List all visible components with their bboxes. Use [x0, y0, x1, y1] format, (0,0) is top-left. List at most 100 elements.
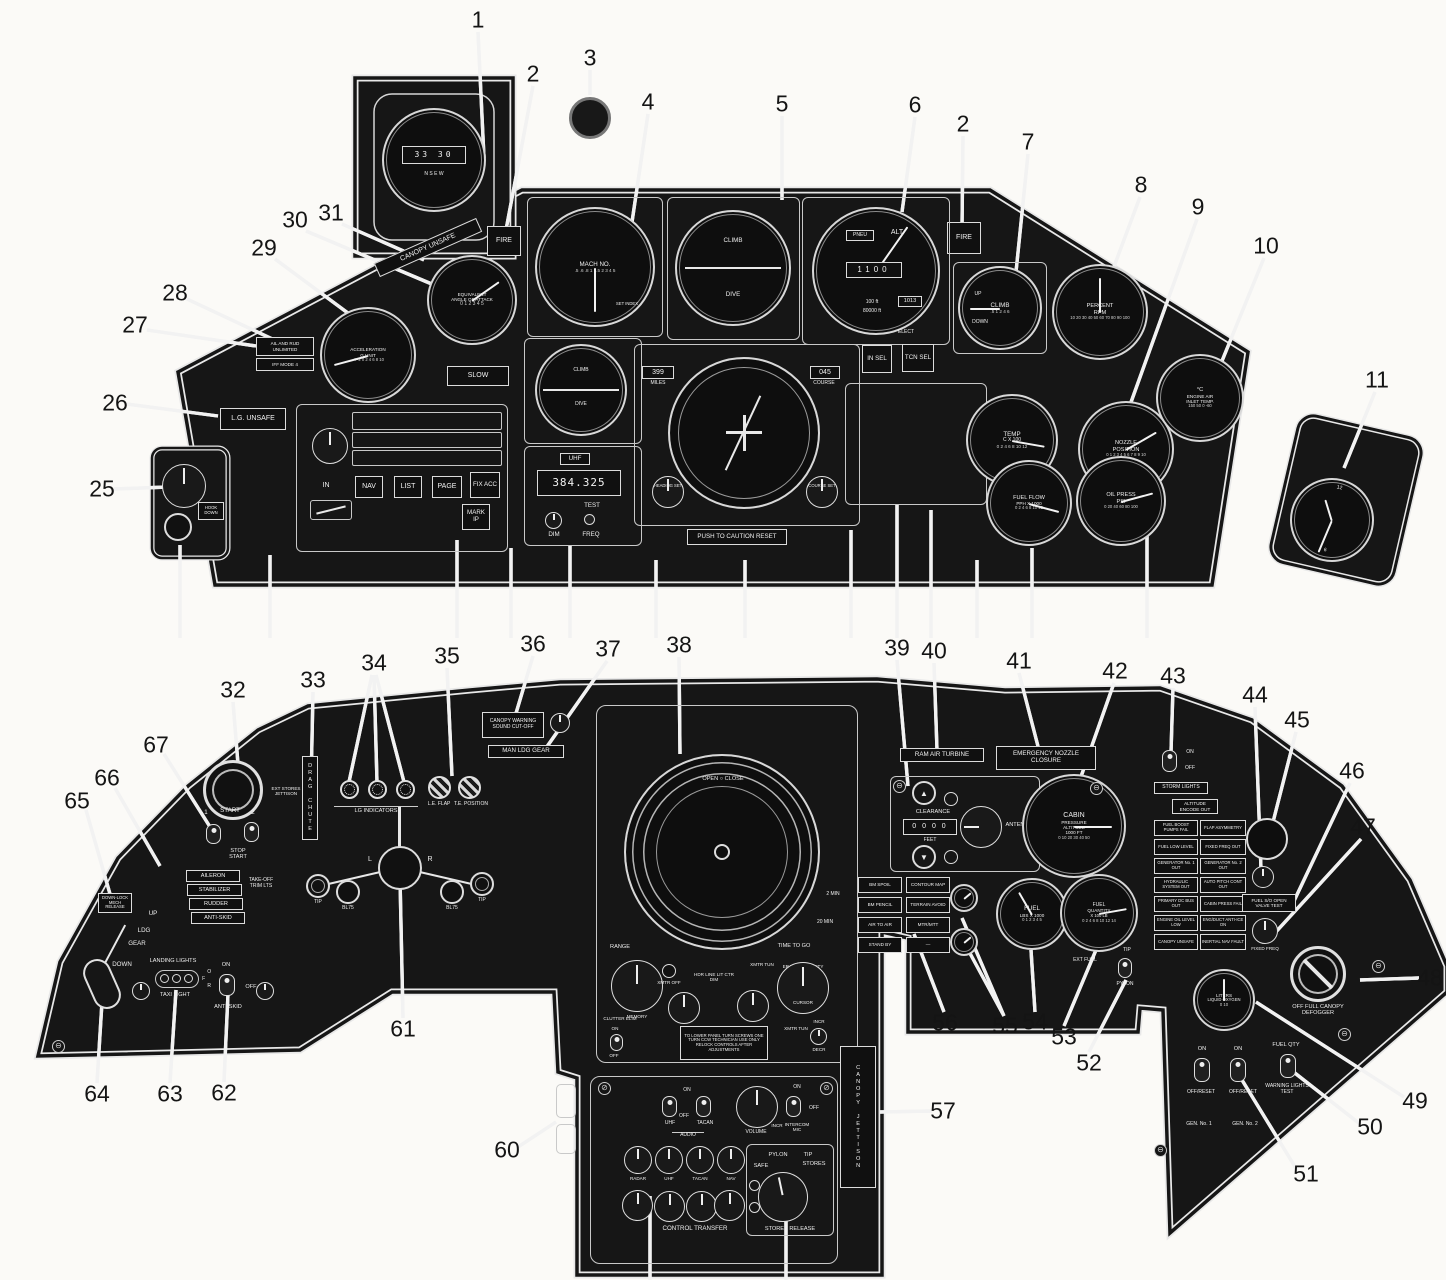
fixed-freq-knob[interactable]: [1252, 918, 1278, 944]
tacan-xfer-knob[interactable]: [686, 1146, 714, 1174]
start-switch-2[interactable]: [244, 822, 259, 842]
callout-38: 38: [666, 631, 692, 658]
fire-warning-light-left[interactable]: FIRE: [487, 226, 521, 256]
uhf-xfer-knob[interactable]: [655, 1146, 683, 1174]
callout-35: 35: [434, 642, 460, 669]
gen1-switch[interactable]: [1194, 1058, 1210, 1082]
hook-knob[interactable]: [162, 464, 206, 508]
intensity-knob[interactable]: [777, 962, 829, 1014]
transfer-knob-2[interactable]: [654, 1191, 685, 1222]
landing-lights-positions: O R F: [200, 968, 213, 990]
oil-scale: 0 20 40 60 80 100: [1104, 504, 1138, 509]
canopy-warning-knob[interactable]: [550, 713, 570, 733]
uhf-audio-switch[interactable]: [662, 1096, 677, 1117]
vsi-label: CLIMB: [990, 301, 1010, 309]
callout-30: 30: [282, 206, 308, 233]
ext-fuel-switch[interactable]: [1118, 958, 1132, 978]
taxi-light-knob[interactable]: [132, 982, 150, 1000]
fuel-qty-test-switch[interactable]: [1280, 1054, 1296, 1078]
callout-53: 53: [1051, 1023, 1077, 1050]
fuel-qty-label2: QUANTITY: [1087, 908, 1111, 914]
storm-lights-switch[interactable]: [1162, 750, 1177, 772]
xmtr-tun2-label: XMTR TUN: [784, 1026, 808, 1031]
start-label: START: [220, 807, 240, 814]
xmtr-tun-knob[interactable]: [810, 1028, 827, 1045]
fix-acc-button[interactable]: FIX ACC: [470, 472, 500, 498]
landing-lights-switch[interactable]: [155, 970, 199, 988]
nav-xfer-knob[interactable]: [717, 1146, 745, 1174]
drag-chute-placard[interactable]: DRAG CHUTE: [302, 756, 318, 840]
clock-twelve: 12: [1336, 484, 1343, 492]
radar-audio-knob[interactable]: [624, 1146, 652, 1174]
nav-selector-knob[interactable]: [312, 428, 348, 464]
ram-air-turbine-placard: RAM AIR TURBINE: [900, 748, 984, 762]
callout-33: 33: [300, 666, 326, 693]
console-latch-lower[interactable]: [556, 1124, 576, 1154]
list-button[interactable]: LIST: [394, 476, 422, 498]
gen2-switch[interactable]: [1230, 1058, 1246, 1082]
contour-map-placard: CONTOUR MAP: [906, 877, 950, 893]
console-latch-upper[interactable]: [556, 1084, 576, 1118]
callout-61: 61: [390, 1015, 416, 1042]
canopy-jettison-handle[interactable]: CANOPY JETTISON: [840, 1046, 876, 1188]
fuel-label2: LBS X 1000: [1019, 912, 1045, 918]
altimeter-encode-knob[interactable]: [1252, 866, 1274, 888]
clutter-elim-switch[interactable]: [610, 1034, 623, 1051]
bl75-label-left: BL75: [342, 905, 354, 911]
callout-52: 52: [1076, 1049, 1102, 1076]
line-knob[interactable]: [668, 992, 700, 1024]
warn-canopy: CANOPY UNSAFE: [1154, 934, 1198, 950]
course-set-knob[interactable]: [806, 476, 838, 508]
heading-set-knob[interactable]: [652, 476, 684, 508]
le-flap-indicator: [428, 776, 451, 799]
uhf-freq-button[interactable]: [584, 514, 595, 525]
uhf-dim-knob[interactable]: [545, 512, 562, 529]
anti-skid-switch[interactable]: [219, 974, 235, 996]
gen1-off-reset-label: OFF/RESET: [1186, 1089, 1216, 1095]
adjustment-note-placard: TO LOWER PANEL TURN SCREWS ONE TURN CCW …: [680, 1026, 768, 1060]
tacan-audio-switch[interactable]: [696, 1096, 711, 1117]
air-to-air-placard: AIR TO AIR: [858, 917, 902, 933]
trim-gauge-upper: [950, 884, 978, 912]
caution-reset-placard[interactable]: PUSH TO CAUTION RESET: [687, 529, 787, 545]
range-label: RANGE: [610, 944, 630, 950]
leader-lines: [84, 30, 1421, 1280]
page-button[interactable]: PAGE: [432, 476, 462, 498]
dim-knob[interactable]: [737, 990, 769, 1022]
nav-button[interactable]: NAV: [355, 476, 383, 498]
transfer-knob-1[interactable]: [622, 1190, 653, 1221]
mach-set-index[interactable]: SET INDEX: [615, 301, 639, 306]
ext-stores-jettison-button[interactable]: [203, 760, 263, 820]
callout-3: 3: [583, 44, 597, 71]
scope-open-close-label: OPEN ○ CLOSE: [702, 776, 744, 782]
taxi-light-label: TAXI LIGHT: [159, 992, 191, 998]
tcn-sel-button[interactable]: TCN SEL: [902, 344, 934, 372]
callout-36: 36: [520, 630, 546, 657]
gen1-on-label: ON: [1197, 1046, 1207, 1052]
volume-knob[interactable]: [736, 1086, 778, 1128]
fire-warning-light-right[interactable]: FIRE: [947, 222, 981, 254]
audio-off-label: OFF: [679, 1113, 689, 1119]
storm-lights-placard: STORM LIGHTS: [1154, 782, 1208, 794]
callout-65: 65: [64, 787, 90, 814]
trim-r-label: R: [427, 856, 433, 863]
mark-ip-button[interactable]: MARK IP: [462, 504, 490, 530]
transfer-knob-4[interactable]: [714, 1190, 745, 1221]
callout-1: 1: [471, 6, 485, 33]
clock-hour-hand: [1324, 499, 1333, 522]
nav-slew-control[interactable]: [310, 500, 352, 520]
transfer-knob-3[interactable]: [686, 1191, 717, 1222]
defogger-label: OFF FULL CANOPY DEFOGGER: [1292, 1004, 1344, 1017]
warn-hydraulic: HYDRAULIC SYSTEM OUT: [1154, 877, 1198, 893]
in-sel-button[interactable]: IN SEL: [862, 345, 892, 373]
callout-50: 50: [1357, 1113, 1383, 1140]
scope-bezel: [596, 705, 858, 1063]
antenna-tilt-control[interactable]: [960, 806, 1002, 848]
man-ldg-gear-placard[interactable]: MAN LDG GEAR: [488, 745, 564, 758]
range-knob[interactable]: [611, 960, 663, 1012]
start-switch-1[interactable]: [206, 824, 221, 844]
stores-stores-label: STORES: [802, 1161, 826, 1167]
callout-42: 42: [1102, 657, 1128, 684]
intercom-mic-switch[interactable]: [786, 1096, 801, 1117]
clearance-digits[interactable]: 0 0 0 0: [903, 819, 957, 835]
